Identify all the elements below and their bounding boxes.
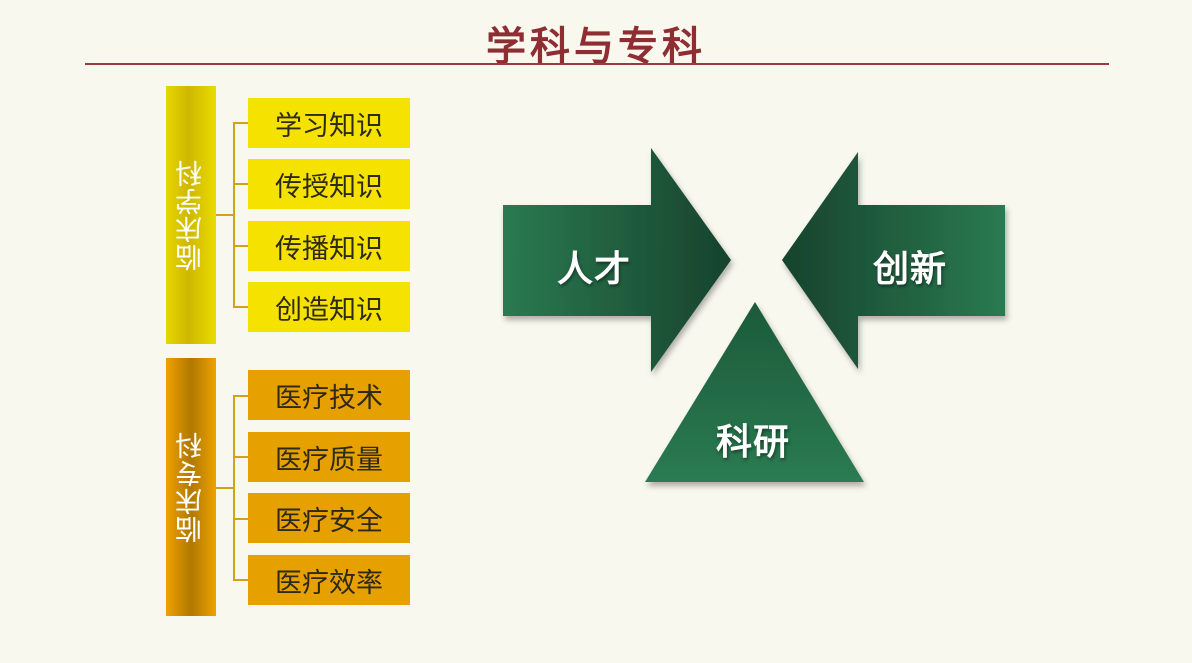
discipline-item: 传授知识 (248, 159, 410, 209)
discipline-item: 传播知识 (248, 221, 410, 271)
discipline-connector-branch (233, 245, 248, 247)
specialty-connector-stem (216, 487, 234, 489)
innovation-arrow (782, 152, 1005, 369)
specialty-connector-branch (233, 518, 248, 520)
discipline-connector-branch (233, 183, 248, 185)
discipline-connector-branch (233, 122, 248, 124)
discipline-bar: 临床学科 (166, 86, 216, 344)
discipline-connector-branch (233, 306, 248, 308)
discipline-connector-trunk (233, 122, 235, 308)
discipline-item: 学习知识 (248, 98, 410, 148)
discipline-connector-stem (216, 214, 234, 216)
specialty-item: 医疗质量 (248, 432, 410, 482)
research-label: 科研 (716, 422, 791, 463)
research-triangle (645, 302, 864, 482)
specialty-item: 医疗技术 (248, 370, 410, 420)
discipline-item: 创造知识 (248, 282, 410, 332)
specialty-bar: 临床专科 (166, 358, 216, 616)
specialty-connector-branch (233, 579, 248, 581)
talent-label: 人才 (557, 249, 632, 290)
specialty-connector-trunk (233, 395, 235, 581)
specialty-item: 医疗效率 (248, 555, 410, 605)
specialty-connector-branch (233, 395, 248, 397)
title-underline (85, 63, 1109, 65)
page-title: 学科与专科 (486, 23, 706, 70)
specialty-item: 医疗安全 (248, 493, 410, 543)
specialty-connector-branch (233, 456, 248, 458)
innovation-label: 创新 (873, 249, 948, 290)
talent-arrow (503, 148, 731, 372)
